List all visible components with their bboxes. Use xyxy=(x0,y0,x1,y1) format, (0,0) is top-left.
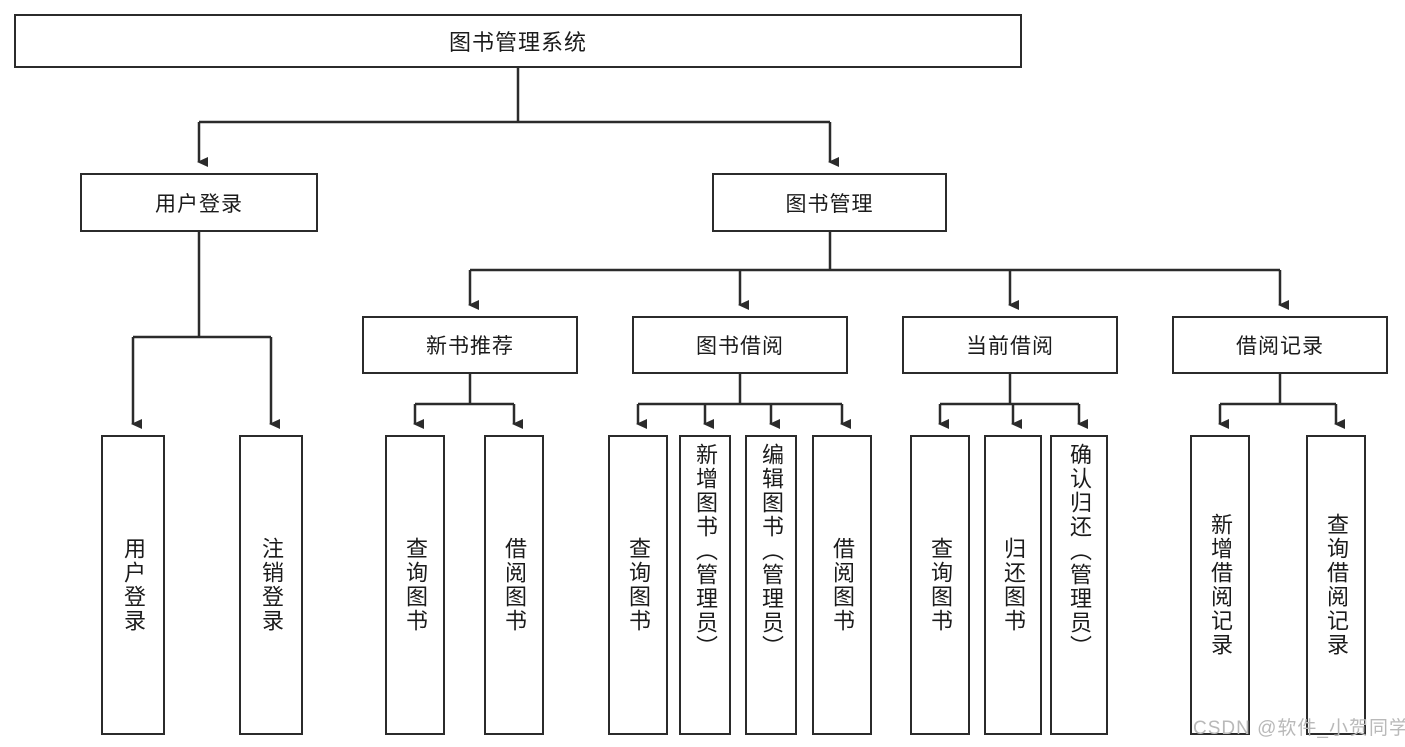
node-leaf-borrow-book[interactable]: 借阅图书 xyxy=(812,435,872,735)
node-label: 注销登录 xyxy=(258,537,284,633)
node-leaf-query-book-current[interactable]: 查询图书 xyxy=(910,435,970,735)
node-leaf-query-record[interactable]: 查询借阅记录 xyxy=(1306,435,1366,735)
node-leaf-user-login[interactable]: 用户登录 xyxy=(101,435,165,735)
node-book-borrow[interactable]: 图书借阅 xyxy=(632,316,848,374)
node-new-book-rec[interactable]: 新书推荐 xyxy=(362,316,578,374)
node-label: 借阅图书 xyxy=(501,537,527,633)
node-leaf-confirm-return[interactable]: 确认归还（管理员） xyxy=(1050,435,1108,735)
node-label: 归还图书 xyxy=(1000,537,1026,633)
node-root-system[interactable]: 图书管理系统 xyxy=(14,14,1022,68)
node-label: 查询图书 xyxy=(927,537,953,633)
node-label: 编辑图书（管理员） xyxy=(758,443,784,659)
node-label: 图书管理 xyxy=(785,192,874,216)
node-label: 借阅图书 xyxy=(829,537,855,633)
node-leaf-edit-book[interactable]: 编辑图书（管理员） xyxy=(745,435,797,735)
node-leaf-add-record[interactable]: 新增借阅记录 xyxy=(1190,435,1250,735)
node-label: 新增图书（管理员） xyxy=(692,443,718,659)
node-label: 图书管理系统 xyxy=(448,30,587,55)
node-label: 用户登录 xyxy=(120,537,146,633)
node-leaf-add-book[interactable]: 新增图书（管理员） xyxy=(679,435,731,735)
node-label: 新书推荐 xyxy=(426,335,514,358)
node-label: 借阅记录 xyxy=(1236,335,1324,358)
node-leaf-query-book-rec[interactable]: 查询图书 xyxy=(385,435,445,735)
node-label: 新增借阅记录 xyxy=(1207,513,1233,657)
node-book-manage[interactable]: 图书管理 xyxy=(712,173,947,232)
node-leaf-borrow-book-rec[interactable]: 借阅图书 xyxy=(484,435,544,735)
node-user-login[interactable]: 用户登录 xyxy=(80,173,318,232)
node-leaf-query-book-borrow[interactable]: 查询图书 xyxy=(608,435,668,735)
node-current-borrow[interactable]: 当前借阅 xyxy=(902,316,1118,374)
node-label: 图书借阅 xyxy=(696,335,784,358)
node-label: 查询图书 xyxy=(625,537,651,633)
node-label: 当前借阅 xyxy=(966,335,1054,358)
node-leaf-return-book[interactable]: 归还图书 xyxy=(984,435,1042,735)
node-label: 确认归还（管理员） xyxy=(1066,443,1092,659)
node-label: 查询借阅记录 xyxy=(1323,513,1349,657)
node-label: 查询图书 xyxy=(402,537,428,633)
node-leaf-logout[interactable]: 注销登录 xyxy=(239,435,303,735)
watermark-text: CSDN @软件_小贺同学 xyxy=(1193,718,1405,739)
node-label: 用户登录 xyxy=(155,192,243,216)
node-borrow-record[interactable]: 借阅记录 xyxy=(1172,316,1388,374)
